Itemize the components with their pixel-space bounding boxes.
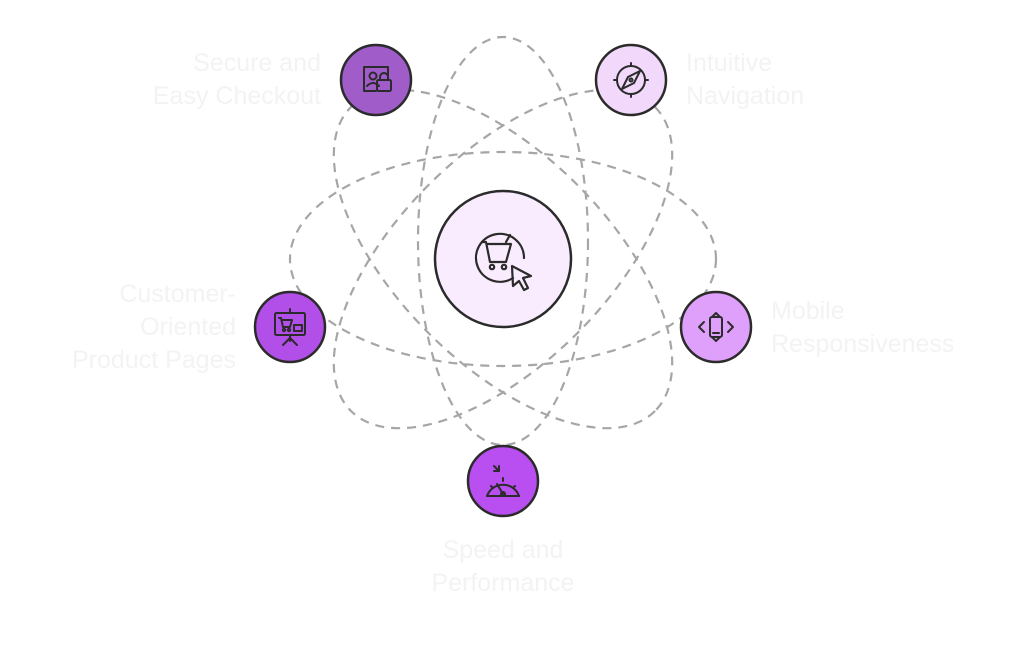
node-secure-checkout [339, 43, 413, 117]
label-speed-performance: Speed and Performance [431, 536, 575, 597]
compass-icon [613, 62, 649, 98]
node-speed-performance [466, 444, 540, 518]
responsive-arrows-icon [698, 312, 734, 342]
speedometer-icon [486, 465, 520, 497]
center-node [433, 189, 573, 329]
node-mobile-responsiveness-circle [679, 290, 753, 364]
node-product-pages [253, 290, 327, 364]
center-outer-circle [433, 189, 573, 329]
node-intuitive-navigation [594, 43, 668, 117]
label-intuitive-navigation: Intuitive Navigation [686, 49, 805, 110]
node-mobile-responsiveness [679, 290, 753, 364]
product-display-board-icon [274, 308, 306, 346]
shopping-cart-cursor-icon [474, 232, 533, 292]
label-product-pages: Customer- Oriented Product Pages [72, 280, 236, 374]
label-secure-checkout: Secure and Easy Checkout [152, 49, 321, 110]
node-intuitive-navigation-circle [594, 43, 668, 117]
orbit-diagonal-right [332, 88, 674, 430]
node-secure-checkout-circle [339, 43, 413, 117]
orbit-horizontal [288, 150, 718, 368]
orbit-vertical [416, 35, 590, 447]
secure-payment-lock-icon [363, 66, 392, 92]
label-mobile-responsiveness: Mobile Responsiveness [771, 297, 955, 358]
